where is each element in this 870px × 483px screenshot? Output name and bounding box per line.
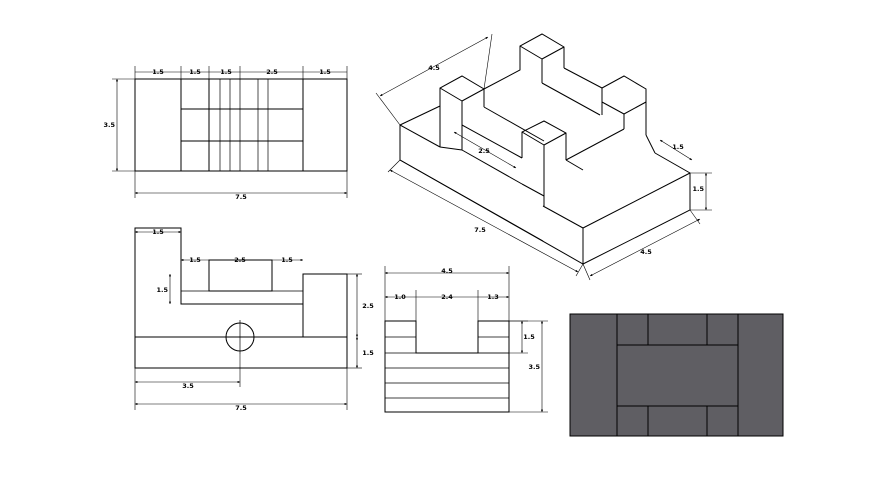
top-view-height: 3.5 — [103, 121, 115, 129]
isometric-view: 4.5 2.5 1.5 1.5 7.5 4.5 — [375, 33, 712, 281]
front-slot-width: 2.5 — [234, 256, 246, 264]
top-view-dim-2: 1.5 — [189, 68, 201, 76]
side-right: 1.3 — [487, 293, 499, 301]
iso-base-height: 1.5 — [692, 185, 704, 193]
iso-width: 4.5 — [640, 248, 652, 256]
shaded-plan-view — [569, 313, 784, 437]
top-view-dim-1: 1.5 — [152, 68, 164, 76]
top-view-total: 7.5 — [235, 193, 247, 201]
side-height: 3.5 — [528, 363, 540, 371]
side-total: 4.5 — [441, 267, 453, 275]
front-slot-right: 1.5 — [281, 256, 293, 264]
top-view: 1.5 1.5 1.5 2.5 1.5 3.5 7.5 — [103, 66, 348, 201]
top-view-dim-4: 2.5 — [266, 68, 278, 76]
side-slot-depth: 1.5 — [523, 333, 535, 341]
front-slot-depth: 1.5 — [156, 286, 168, 294]
front-slot-left: 1.5 — [189, 256, 201, 264]
iso-length: 7.5 — [474, 226, 486, 234]
front-base-height: 1.5 — [362, 349, 374, 357]
side-view: 4.5 1.0 2.4 1.3 1.5 3.5 — [384, 266, 548, 413]
side-left: 1.0 — [394, 293, 406, 301]
iso-slot-width: 2.5 — [478, 147, 490, 155]
top-view-dim-3: 1.5 — [220, 68, 232, 76]
front-left-top: 1.5 — [152, 228, 164, 236]
iso-top-length: 4.5 — [428, 64, 440, 72]
top-view-dim-5: 1.5 — [319, 68, 331, 76]
iso-step-width: 1.5 — [672, 143, 684, 151]
front-view: 1.5 1.5 2.5 1.5 1.5 2.5 1.5 3.5 7.5 — [134, 227, 374, 412]
front-total: 7.5 — [235, 404, 247, 412]
front-right-height: 2.5 — [362, 302, 374, 310]
front-hole-offset: 3.5 — [182, 382, 194, 390]
side-slot: 2.4 — [441, 293, 453, 301]
